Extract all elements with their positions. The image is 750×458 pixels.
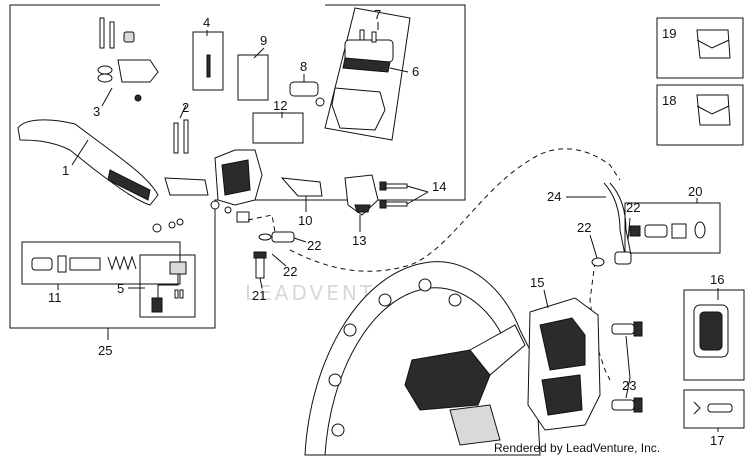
callout-4[interactable]: 4 [203,15,210,30]
kit-box-19 [656,17,744,79]
lever-bolts [97,17,189,154]
dashed-line-master [247,214,276,233]
callout-14[interactable]: 14 [432,179,446,194]
callout-9[interactable]: 9 [260,33,267,48]
kit-bag-icon-19 [696,29,731,59]
dashed-line-hose [289,148,621,272]
kit-box-17 [683,389,745,429]
callout-7[interactable]: 7 [374,7,381,22]
callout-5[interactable]: 5 [117,281,124,296]
callout-8[interactable]: 8 [300,59,307,74]
callout-24[interactable]: 24 [547,189,561,204]
banjo-bolt-21 [253,251,267,279]
callout-22d[interactable]: 22 [626,200,640,215]
callout-labels: 1 2 3 4 5 6 7 8 9 10 11 12 13 14 15 16 1… [48,7,724,448]
callout-19[interactable]: 19 [662,26,676,41]
callout-22c[interactable]: 22 [577,220,591,235]
copper-washer [591,257,605,267]
callout-23[interactable]: 23 [622,378,636,393]
fork-leg [404,324,526,446]
brake-pads [693,304,729,358]
kit-box-18 [656,84,744,146]
kit-box-5 [139,254,196,318]
piston-kit [31,255,137,273]
callout-20[interactable]: 20 [688,184,702,199]
hose-fittings [629,221,706,239]
clamp-bolts [379,181,408,209]
callout-16[interactable]: 16 [710,272,724,287]
kit-box-4 [192,31,224,91]
callout-17[interactable]: 17 [710,433,724,448]
kit-box-9 [237,54,269,101]
brake-hose [603,182,632,265]
callout-21[interactable]: 21 [252,288,266,303]
switch-bracket [280,177,323,197]
pad-pin [693,401,733,415]
callout-22b[interactable]: 22 [283,264,297,279]
callout-18[interactable]: 18 [662,93,676,108]
banjo-fitting [258,231,295,243]
callout-11[interactable]: 11 [48,290,62,305]
callout-15[interactable]: 15 [530,275,544,290]
fluid-reservoir [331,29,394,131]
callout-6[interactable]: 6 [412,64,419,79]
callout-13[interactable]: 13 [352,233,366,248]
callout-10[interactable]: 10 [298,213,312,228]
callout-2[interactable]: 2 [182,100,189,115]
kit-box-16 [683,289,745,381]
callout-22a[interactable]: 22 [307,238,321,253]
credit-line: Rendered by LeadVenture, Inc. [494,441,660,455]
kit-bag-icon-18 [696,94,731,126]
brake-caliper [527,297,601,431]
kit-box-12 [252,112,304,144]
leader-lines [57,22,719,432]
hose-adapter [289,81,325,107]
small-hardware [152,54,250,233]
callout-12[interactable]: 12 [273,98,287,113]
assembly-frame [9,4,466,329]
caliper-bolts [611,321,643,413]
brake-switch [151,261,187,313]
master-cylinder-body [164,149,263,214]
callout-3[interactable]: 3 [93,104,100,119]
kit-box-20 [624,202,721,254]
brake-lever [17,119,159,206]
callout-25[interactable]: 25 [98,343,112,358]
handlebar-clamp [344,174,379,216]
callout-1[interactable]: 1 [62,163,69,178]
